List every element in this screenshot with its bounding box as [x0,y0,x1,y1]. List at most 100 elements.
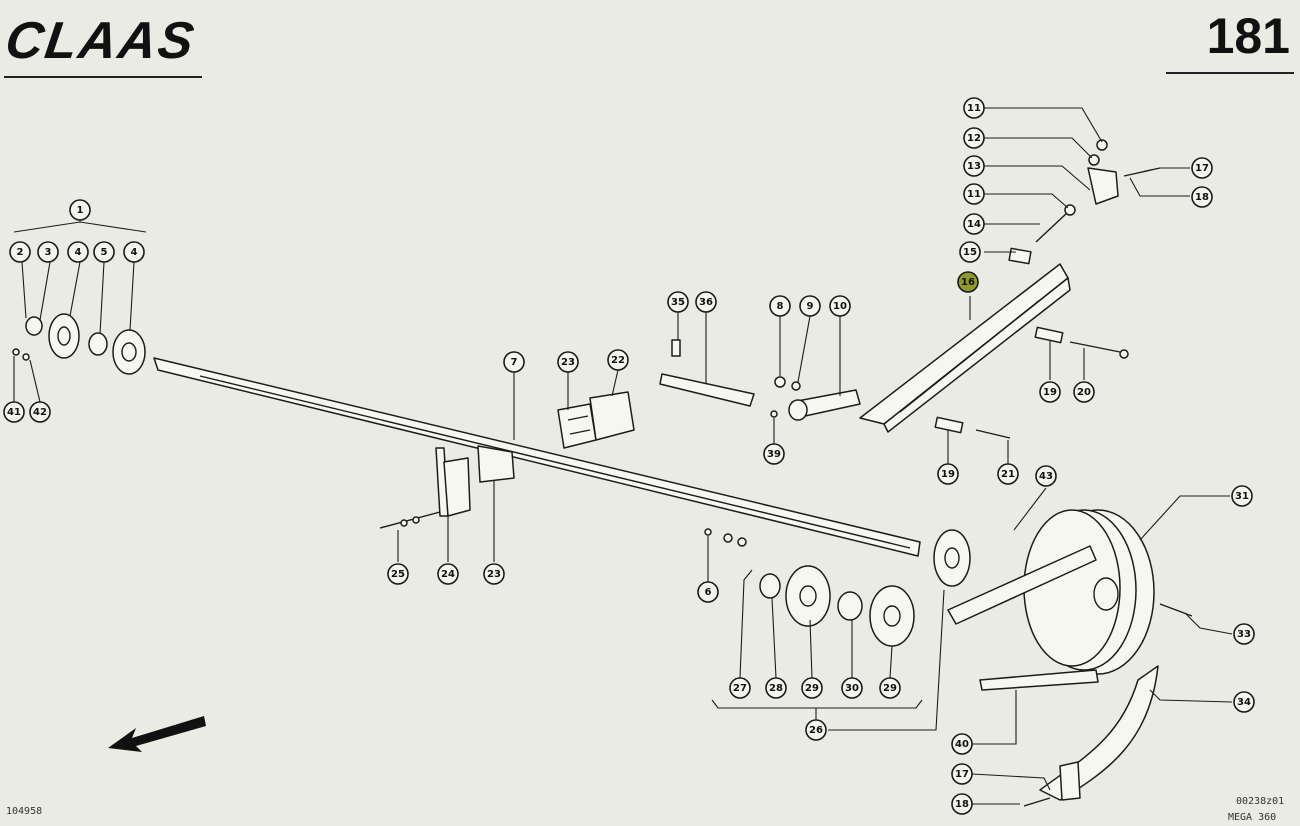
callout-circle [503,351,525,373]
callout-27[interactable]: 27 [729,677,751,699]
callout-circle [957,271,979,293]
callout-39[interactable]: 39 [763,443,785,465]
callout-43[interactable]: 43 [1035,465,1057,487]
callout-11[interactable]: 11 [963,183,985,205]
callout-label: 40 [955,739,969,750]
header-rule-right [1166,72,1294,74]
callout-14[interactable]: 14 [963,213,985,235]
callout-label: 18 [1195,192,1209,203]
callout-34[interactable]: 34 [1233,691,1255,713]
callout-label: 43 [1039,471,1053,482]
callout-circle [951,763,973,785]
callout-36[interactable]: 36 [695,291,717,313]
callout-label: 12 [967,133,981,144]
callout-19[interactable]: 19 [1039,381,1061,403]
callout-circle [483,563,505,585]
callout-20[interactable]: 20 [1073,381,1095,403]
callout-29[interactable]: 29 [801,677,823,699]
callout-circle [123,241,145,263]
model-code: MEGA 360 [1228,812,1277,823]
callout-18[interactable]: 18 [951,793,973,815]
callout-28[interactable]: 28 [765,677,787,699]
callout-19[interactable]: 19 [937,463,959,485]
callout-label: 27 [733,683,747,694]
callout-circle [3,401,25,423]
arm-34-40 [979,665,1159,807]
callout-1[interactable]: 1 [69,199,91,221]
callout-circle [1191,186,1213,208]
callout-circle [607,349,629,371]
callout-41[interactable]: 41 [3,401,25,423]
callout-9[interactable]: 9 [799,295,821,317]
drive-shaft [153,357,921,557]
callout-25[interactable]: 25 [387,563,409,585]
callout-label: 20 [1077,387,1091,398]
callout-label: 4 [75,247,82,258]
callout-circle [879,677,901,699]
callout-18[interactable]: 18 [1191,186,1213,208]
callout-circle [1073,381,1095,403]
callout-13[interactable]: 13 [963,155,985,177]
callout-circle [1233,623,1255,645]
callout-5[interactable]: 5 [93,241,115,263]
callout-label: 14 [967,219,981,230]
pulley-31 [947,509,1193,675]
callout-label: 17 [955,769,969,780]
callout-circle [67,241,89,263]
callout-16[interactable]: 16 [957,271,979,293]
callout-17[interactable]: 17 [1191,157,1213,179]
callout-circle [959,241,981,263]
callout-30[interactable]: 30 [841,677,863,699]
callout-21[interactable]: 21 [997,463,1019,485]
callout-4[interactable]: 4 [67,241,89,263]
callout-42[interactable]: 42 [29,401,51,423]
callout-3[interactable]: 3 [37,241,59,263]
callout-40[interactable]: 40 [951,733,973,755]
callout-10[interactable]: 10 [829,295,851,317]
callout-17[interactable]: 17 [951,763,973,785]
callout-22[interactable]: 22 [607,349,629,371]
callout-12[interactable]: 12 [963,127,985,149]
callout-circle [1035,465,1057,487]
callout-circle [93,241,115,263]
callout-29[interactable]: 29 [879,677,901,699]
callout-circle [799,295,821,317]
callout-label: 6 [705,587,712,598]
bearing-group-left [12,313,146,375]
callout-4[interactable]: 4 [123,241,145,263]
callout-circle [963,97,985,119]
callout-circle [695,291,717,313]
callout-label: 41 [7,407,21,418]
callout-24[interactable]: 24 [437,563,459,585]
callout-6[interactable]: 6 [697,581,719,603]
callout-label: 5 [101,247,108,258]
callout-35[interactable]: 35 [667,291,689,313]
direction-arrow [108,716,206,752]
callout-circle [1039,381,1061,403]
callout-33[interactable]: 33 [1233,623,1255,645]
callout-31[interactable]: 31 [1231,485,1253,507]
callout-circle [841,677,863,699]
callout-2[interactable]: 2 [9,241,31,263]
callout-11[interactable]: 11 [963,97,985,119]
callout-15[interactable]: 15 [959,241,981,263]
callout-circle [951,733,973,755]
callout-circle [37,241,59,263]
callout-circle [765,677,787,699]
callout-label: 1 [77,205,84,216]
drawing-code-right: 00238z01 [1236,796,1285,807]
callout-circle [801,677,823,699]
callout-23[interactable]: 23 [483,563,505,585]
callout-26[interactable]: 26 [805,719,827,741]
callout-label: 19 [1043,387,1057,398]
callout-8[interactable]: 8 [769,295,791,317]
hub-set-26 [704,528,971,647]
callout-label: 29 [883,683,897,694]
callout-label: 8 [777,301,784,312]
callout-label: 35 [671,297,685,308]
link-8-9-10 [770,376,861,421]
callout-23[interactable]: 23 [557,351,579,373]
callout-7[interactable]: 7 [503,351,525,373]
callout-label: 23 [561,357,575,368]
